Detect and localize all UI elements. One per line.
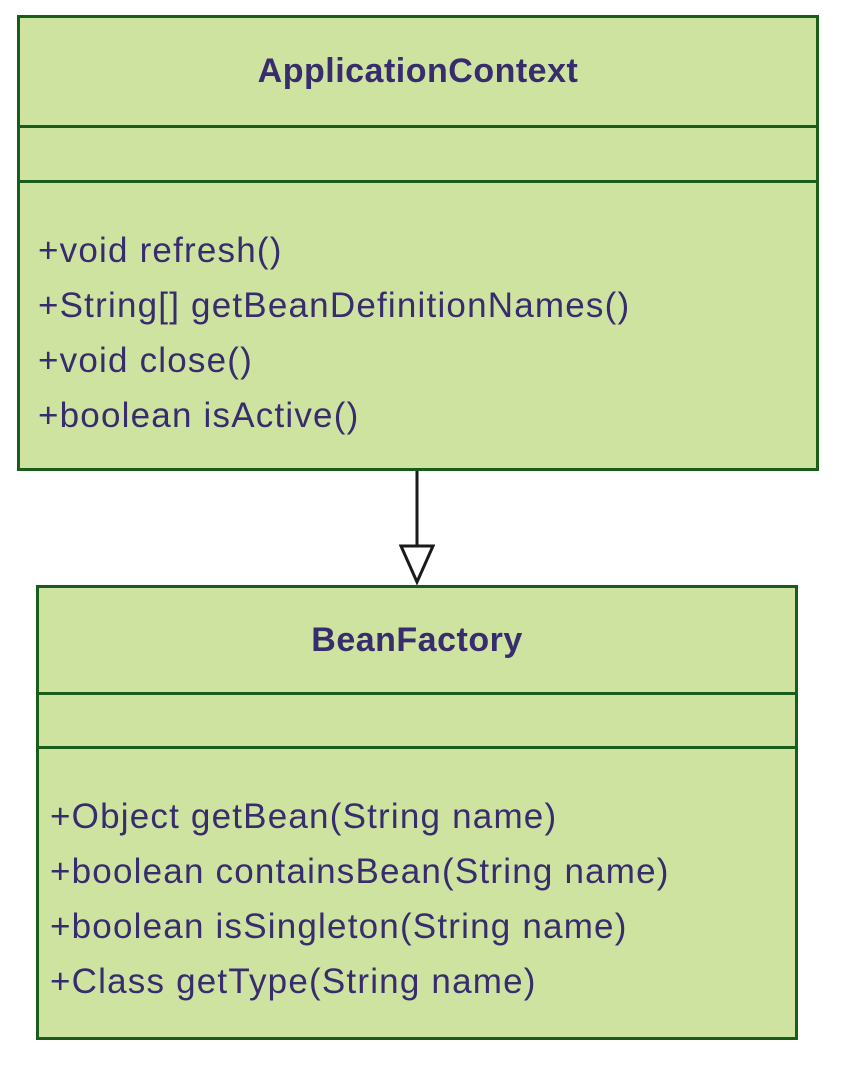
method-close: +void close() — [38, 341, 253, 380]
class-name-label: BeanFactory — [311, 620, 523, 659]
attributes-compartment-beanfactory — [39, 695, 795, 749]
methods-compartment-applicationcontext: +void refresh() +String[] getBeanDefinit… — [20, 183, 816, 468]
method-isactive: +boolean isActive() — [38, 396, 360, 435]
hollow-triangle-arrowhead-icon — [399, 544, 435, 585]
method-refresh: +void refresh() — [38, 231, 283, 270]
method-containsbean: +boolean containsBean(String name) — [50, 852, 670, 891]
class-box-beanfactory: BeanFactory +Object getBean(String name)… — [36, 585, 798, 1040]
class-name-beanfactory: BeanFactory — [39, 588, 795, 695]
class-name-label: ApplicationContext — [257, 52, 579, 90]
method-getbean: +Object getBean(String name) — [50, 797, 558, 836]
method-getbeandefinitionnames: +String[] getBeanDefinitionNames() — [38, 286, 631, 325]
generalization-arrow — [399, 471, 435, 585]
class-name-applicationcontext: ApplicationContext — [20, 18, 816, 128]
methods-compartment-beanfactory: +Object getBean(String name) +boolean co… — [39, 749, 795, 1037]
method-gettype: +Class getType(String name) — [50, 962, 537, 1001]
class-box-applicationcontext: ApplicationContext +void refresh() +Stri… — [17, 15, 819, 471]
method-issingleton: +boolean isSingleton(String name) — [50, 907, 628, 946]
attributes-compartment-applicationcontext — [20, 128, 816, 183]
